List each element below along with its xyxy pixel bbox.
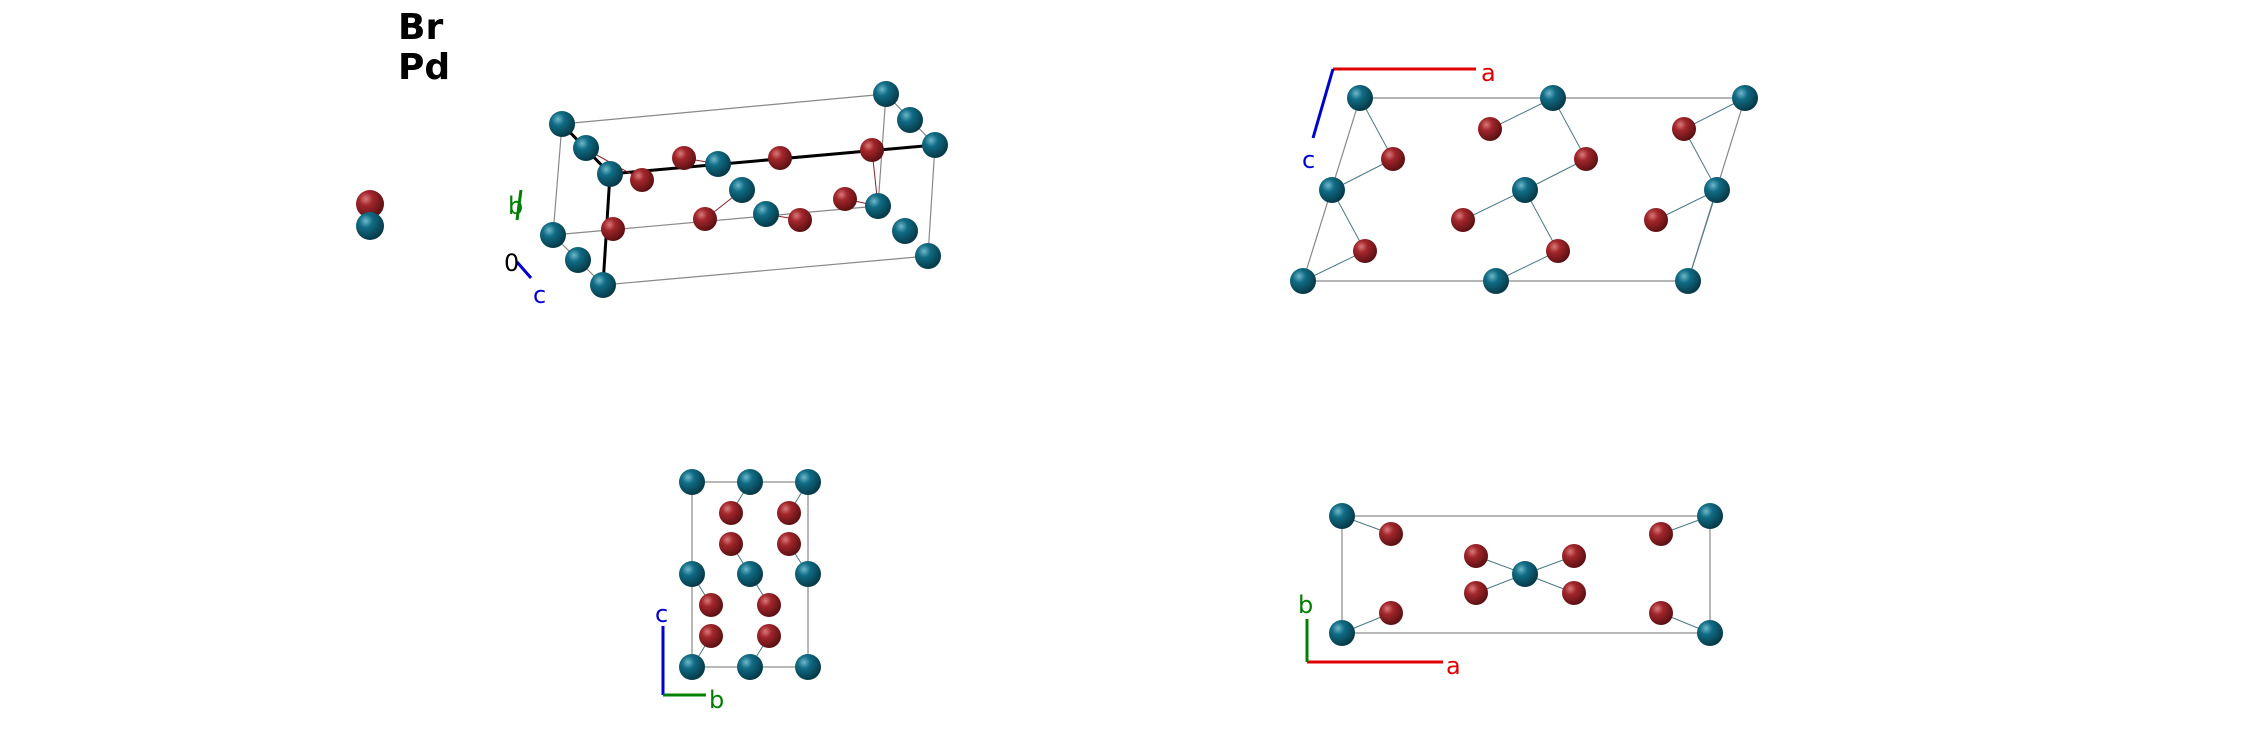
pd-atom — [549, 111, 575, 137]
pd-atom — [1329, 503, 1355, 529]
br-atom — [860, 138, 884, 162]
pd-atom — [729, 177, 755, 203]
pd-atom — [1319, 177, 1345, 203]
br-atom — [757, 624, 781, 648]
pd-atom — [753, 201, 779, 227]
br-atom — [1464, 544, 1488, 568]
pd-atom — [892, 218, 918, 244]
pd-atom — [865, 193, 891, 219]
view-along-b: a c — [1290, 59, 1758, 294]
pd-atom — [737, 561, 763, 587]
pd-atom — [565, 247, 591, 273]
br-atom — [1381, 147, 1405, 171]
pd-atom — [737, 469, 763, 495]
pd-atom — [737, 654, 763, 680]
perspective-b-label: b — [508, 192, 523, 220]
pd-atom — [1697, 503, 1723, 529]
view-a-b-label: b — [709, 686, 724, 714]
pd-atom — [1675, 268, 1701, 294]
br-atom — [1353, 239, 1377, 263]
br-atom — [1649, 601, 1673, 625]
br-atom — [672, 146, 696, 170]
pd-atom — [897, 107, 923, 133]
legend-label-br: Br — [398, 7, 444, 48]
element-legend: Br Pd — [398, 8, 450, 88]
legend-pd-sphere — [356, 212, 384, 240]
view-c-cell — [1341, 515, 1711, 634]
pd-atom — [1290, 268, 1316, 294]
view-c-atoms — [1329, 503, 1723, 646]
pd-atom — [1697, 620, 1723, 646]
pd-atom — [1483, 268, 1509, 294]
br-atom — [1574, 147, 1598, 171]
view-c-b-label: b — [1298, 591, 1313, 619]
br-atom — [1379, 522, 1403, 546]
pd-atom — [590, 272, 616, 298]
perspective-c-label: c — [533, 281, 546, 309]
pd-atom — [1540, 85, 1566, 111]
br-atom — [630, 168, 654, 192]
br-atom — [833, 187, 857, 211]
view-a-axis-triad: c b — [655, 600, 724, 714]
br-atom — [601, 217, 625, 241]
view-a-c-label: c — [655, 600, 668, 628]
view-c-axis-triad: a b — [1298, 591, 1461, 680]
br-atom — [1649, 522, 1673, 546]
pd-atom — [795, 654, 821, 680]
br-atom — [777, 532, 801, 556]
view-b-c-label: c — [1302, 146, 1315, 174]
pd-atom — [705, 151, 731, 177]
br-atom — [1546, 239, 1570, 263]
pd-atom — [679, 469, 705, 495]
perspective-origin-label: 0 — [504, 249, 519, 277]
pd-atom — [679, 561, 705, 587]
br-atom — [788, 208, 812, 232]
pd-atom — [1512, 561, 1538, 587]
br-atom — [1644, 208, 1668, 232]
pd-atom — [915, 243, 941, 269]
br-atom — [719, 501, 743, 525]
br-atom — [1562, 544, 1586, 568]
pd-atom — [795, 561, 821, 587]
pd-atom — [679, 654, 705, 680]
br-atom — [757, 593, 781, 617]
br-atom — [768, 146, 792, 170]
pd-atom — [1732, 85, 1758, 111]
pd-atom — [1512, 177, 1538, 203]
br-atom — [699, 624, 723, 648]
br-atom — [693, 207, 717, 231]
br-atom — [699, 593, 723, 617]
br-atom — [1478, 117, 1502, 141]
pd-atom — [795, 469, 821, 495]
br-atom — [719, 532, 743, 556]
pd-atom — [573, 135, 599, 161]
pd-atom — [922, 132, 948, 158]
view-along-a: c b — [655, 469, 821, 714]
br-atom — [1562, 581, 1586, 605]
view-b-atoms — [1290, 85, 1758, 294]
pd-atom — [540, 222, 566, 248]
br-atom — [1379, 601, 1403, 625]
perspective-axis-triad: b 0 c — [504, 189, 546, 309]
br-atom — [1672, 117, 1696, 141]
pd-atom — [597, 161, 623, 187]
view-c-a-label: a — [1446, 652, 1461, 680]
perspective-view: b 0 c — [504, 81, 948, 309]
br-atom — [777, 501, 801, 525]
br-atom — [1464, 581, 1488, 605]
br-atom — [1451, 208, 1475, 232]
legend-label-pd: Pd — [398, 47, 451, 88]
pd-atom — [1704, 177, 1730, 203]
pd-atom — [873, 81, 899, 107]
legend-br-sphere — [356, 190, 384, 218]
view-b-a-label: a — [1481, 59, 1496, 87]
perspective-atoms — [540, 81, 948, 298]
view-b-axis-triad: a c — [1302, 59, 1496, 174]
view-along-c: a b — [1298, 503, 1723, 680]
legend-spheres — [356, 190, 384, 240]
view-a-atoms — [679, 469, 821, 680]
pd-atom — [1347, 85, 1373, 111]
pd-atom — [1329, 620, 1355, 646]
